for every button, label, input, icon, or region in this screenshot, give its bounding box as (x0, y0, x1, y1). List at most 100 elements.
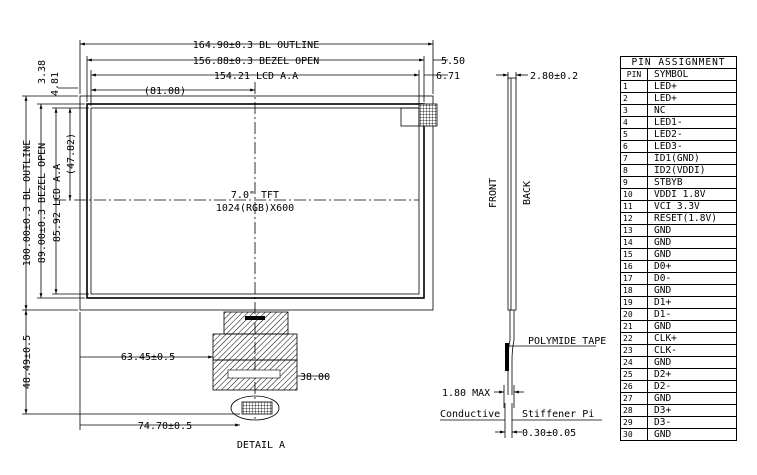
pin-table-title-row: PIN ASSIGNMENT (620, 56, 737, 69)
pin-symbol: GND (647, 356, 737, 369)
pin-symbol: GND (647, 428, 737, 441)
polymide-tape-label: POLYMIDE TAPE (528, 336, 606, 347)
pin-number: 8 (620, 164, 648, 177)
dim-offset-338: 3.38 (37, 60, 48, 84)
dim-offset-671: 6.71 (436, 71, 460, 82)
panel-resolution: 1024(RGB)X600 (216, 203, 294, 214)
dim-fpc-thickness: 0.30±0.05 (522, 428, 576, 439)
pin-symbol: RESET(1.8V) (647, 212, 737, 225)
fpc-dimensions: 63.45±0.5 74.70±0.5 38.00 DETAIL A (79, 312, 330, 451)
pin-number: 12 (620, 212, 648, 225)
pin-number: 17 (620, 272, 648, 285)
pin-number: 11 (620, 200, 648, 213)
pin-number: 7 (620, 152, 648, 165)
dim-offset-550: 5.50 (441, 56, 465, 67)
pin-number: 5 (620, 128, 648, 141)
pin-symbol: D2+ (647, 368, 737, 381)
dim-bl-outline-width: 164.90±0.3 BL OUTLINE (193, 40, 319, 51)
pin-symbol: D0+ (647, 260, 737, 273)
dim-lcd-aa-height: 85.92 LCD A.A (52, 164, 63, 242)
dim-max-thickness: 1.80 MAX (442, 388, 490, 399)
pin-symbol: D3+ (647, 404, 737, 417)
pin-symbol: GND (647, 392, 737, 405)
pin-number: 3 (620, 104, 648, 117)
pin-symbol: VCI 3.3V (647, 200, 737, 213)
pin-number: 30 (620, 428, 648, 441)
pin-symbol: GND (647, 224, 737, 237)
pin-number: 15 (620, 248, 648, 261)
dim-bezel-open-height: 89.00±0.3 BEZEL OPEN (37, 143, 48, 263)
side-view: 2.80±0.2 FRONT BACK POLYMIDE TAPE 1.80 M… (440, 71, 606, 439)
pin-number: 20 (620, 308, 648, 321)
pin-number: 10 (620, 188, 648, 201)
panel-type: 7.0" TFT (231, 190, 279, 201)
fpc-connector (212, 311, 298, 421)
conductive-label: Conductive (440, 409, 500, 420)
dim-center-8108: (81.08) (144, 86, 186, 97)
dim-fpc-x2: 74.70±0.5 (138, 421, 192, 432)
pin-symbol: LED3- (647, 140, 737, 153)
pin-symbol: LED+ (647, 80, 737, 93)
pin-number: 25 (620, 368, 648, 381)
dim-bezel-open-width: 156.88±0.3 BEZEL OPEN (193, 56, 319, 67)
col-pin-header: PIN (620, 68, 648, 81)
pin-number: 16 (620, 260, 648, 273)
pin-number: 2 (620, 92, 648, 105)
pin-symbol: D1+ (647, 296, 737, 309)
pin-symbol: GND (647, 284, 737, 297)
dim-center-4782: (47.82) (66, 133, 77, 175)
dim-fpc-x1: 63.45±0.5 (121, 352, 175, 363)
front-label: FRONT (488, 178, 499, 208)
pin-number: 24 (620, 356, 648, 369)
dim-fpc-width: 38.00 (300, 372, 330, 383)
pin-number: 13 (620, 224, 648, 237)
corner-box (400, 107, 420, 127)
pin-number: 21 (620, 320, 648, 333)
back-label: BACK (522, 181, 533, 205)
pin-symbol: NC (647, 104, 737, 117)
pin-symbol: GND (647, 320, 737, 333)
pin-symbol: ID2(VDDI) (647, 164, 737, 177)
pin-table-title: PIN ASSIGNMENT (620, 56, 737, 69)
pin-number: 1 (620, 80, 648, 93)
dim-bl-outline-height: 100.00±0.3 BL OUTLINE (22, 140, 33, 266)
pin-number: 14 (620, 236, 648, 249)
pin-symbol: D1- (647, 308, 737, 321)
pin-number: 29 (620, 416, 648, 429)
pin-symbol: CLK+ (647, 332, 737, 345)
bl-outline (79, 95, 434, 311)
pin-symbol: GND (647, 236, 737, 249)
detail-a-label: DETAIL A (237, 440, 285, 451)
pin-number: 27 (620, 392, 648, 405)
pin-table-header-row: PIN SYMBOL (620, 68, 737, 81)
pin-symbol: D0- (647, 272, 737, 285)
pin-number: 18 (620, 284, 648, 297)
